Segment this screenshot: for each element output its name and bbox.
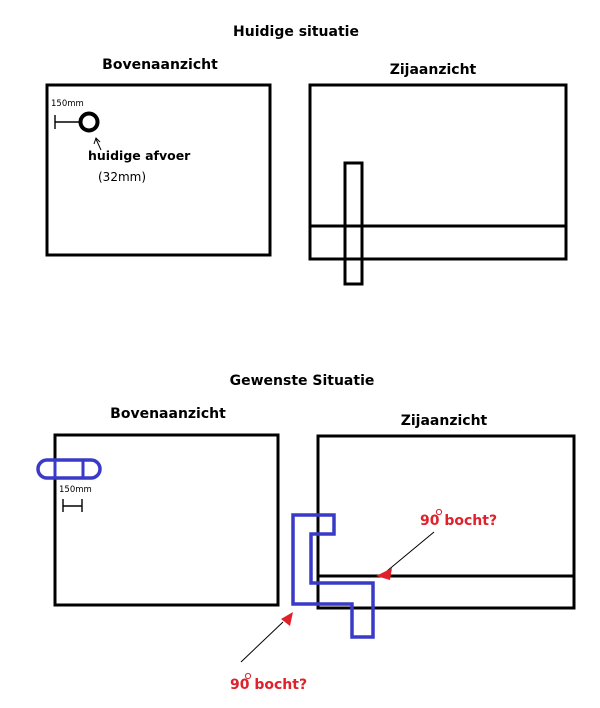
annotation-side-text: 90 bocht? <box>420 513 497 529</box>
annotation-bottom-text: 90 bocht? <box>230 677 307 693</box>
desired-side-view-title: Zijaanzicht <box>401 413 488 429</box>
annotation-side: 90 bocht? <box>376 508 497 580</box>
desired-side-pipe <box>291 513 375 639</box>
current-side-view-title: Zijaanzicht <box>390 62 477 78</box>
current-drain-size: (32mm) <box>98 170 146 184</box>
current-drain-arrow <box>93 137 102 151</box>
desired-dimension-marker: 150mm <box>59 485 92 512</box>
desired-situation: Gewenste Situatie Bovenaanzicht 150mm Zi… <box>36 373 576 693</box>
current-top-view-box <box>45 83 272 257</box>
desired-side-view-box <box>316 434 576 610</box>
annotation-side-leader <box>386 531 435 572</box>
current-drain-pipe <box>343 161 364 286</box>
desired-top-view-title: Bovenaanzicht <box>110 406 226 422</box>
annotation-bottom-leader <box>240 621 284 663</box>
desired-side-view: Zijaanzicht <box>291 413 576 639</box>
annotation-bottom-arrowhead <box>281 612 293 626</box>
annotation-bottom-degree <box>244 672 252 680</box>
annotation-side-arrowhead <box>376 568 392 580</box>
current-drain-ring <box>78 111 100 133</box>
annotation-bottom: 90 bocht? <box>230 612 307 693</box>
current-situation: Huidige situatie Bovenaanzicht 150mm hui… <box>45 24 568 286</box>
current-dimension-label: 150mm <box>51 99 84 109</box>
desired-situation-title: Gewenste Situatie <box>230 373 375 389</box>
current-dimension-marker: 150mm <box>51 99 84 129</box>
annotation-side-degree <box>435 508 443 516</box>
desired-dimension-label: 150mm <box>59 485 92 495</box>
current-drain-label: huidige afvoer <box>88 148 191 163</box>
current-top-view-title: Bovenaanzicht <box>102 57 218 73</box>
desired-top-pipe <box>36 458 102 480</box>
current-side-view-box <box>308 83 568 261</box>
desired-top-view-box <box>53 433 280 607</box>
current-situation-title: Huidige situatie <box>233 24 359 40</box>
current-top-view: Bovenaanzicht 150mm huidige afvoer (32mm… <box>45 57 272 257</box>
desired-top-view: Bovenaanzicht 150mm <box>36 406 280 607</box>
current-side-view: Zijaanzicht <box>308 62 568 286</box>
